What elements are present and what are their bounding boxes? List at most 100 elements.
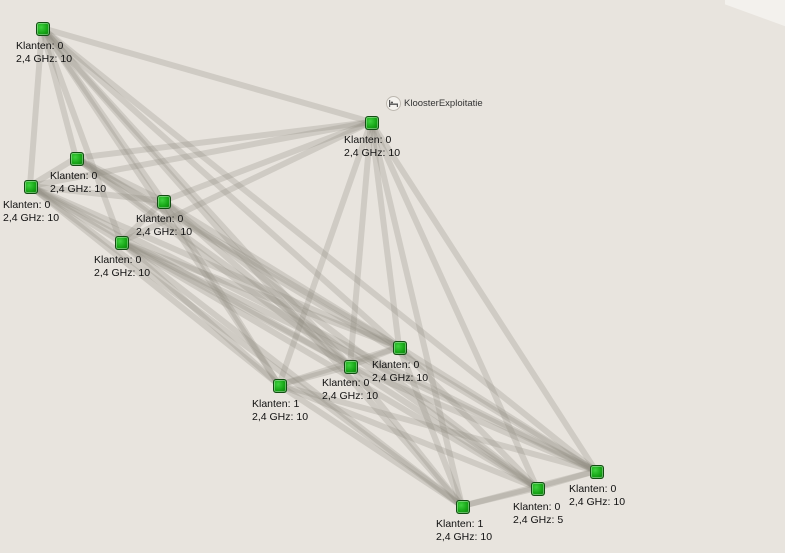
clients-count: Klanten: 0 xyxy=(3,199,51,211)
band-24ghz-value: 2,4 GHz: 10 xyxy=(94,267,151,279)
band-24ghz-value: 2,4 GHz: 10 xyxy=(136,226,193,238)
mesh-link-ap2-ap3 xyxy=(73,119,374,161)
mesh-link-ap2-ap7 xyxy=(368,119,402,350)
mesh-link-ap1-ap3 xyxy=(39,25,79,161)
mesh-link-ap6-ap10 xyxy=(118,239,599,474)
mesh-link-ap2-ap8 xyxy=(347,119,374,369)
mesh-link-ap6-ap9 xyxy=(118,239,282,388)
access-point-marker[interactable] xyxy=(590,465,604,479)
mesh-link-ap2-ap12 xyxy=(368,119,465,509)
band-24ghz-value: 2,4 GHz: 10 xyxy=(436,531,493,543)
mesh-link-ap6-ap11 xyxy=(118,239,540,491)
mesh-link-ap8-ap10 xyxy=(347,363,599,474)
band-24ghz-value: 2,4 GHz: 10 xyxy=(322,390,379,402)
mesh-link-ap3-ap5 xyxy=(73,155,166,204)
access-point-marker[interactable] xyxy=(456,500,470,514)
access-point-marker[interactable] xyxy=(531,482,545,496)
clients-count: Klanten: 0 xyxy=(513,501,561,513)
mesh-link-ap3-ap10 xyxy=(73,155,599,474)
mesh-link-ap4-ap5 xyxy=(27,183,166,204)
mesh-link-ap3-ap11 xyxy=(73,155,540,491)
access-point-marker[interactable] xyxy=(70,152,84,166)
band-24ghz-value: 2,4 GHz: 10 xyxy=(3,212,60,224)
corner-panel-edge xyxy=(725,0,785,30)
access-point-marker[interactable] xyxy=(393,341,407,355)
clients-count: Klanten: 0 xyxy=(569,483,617,495)
mesh-link-ap6-ap7 xyxy=(118,239,402,350)
access-point-marker[interactable] xyxy=(36,22,50,36)
clients-count: Klanten: 0 xyxy=(16,40,64,52)
mesh-link-ap1-ap2 xyxy=(39,25,374,125)
mesh-link-ap4-ap6 xyxy=(27,183,124,245)
band-24ghz-value: 2,4 GHz: 10 xyxy=(252,411,309,423)
access-point-marker[interactable] xyxy=(24,180,38,194)
site-tag[interactable]: KloosterExploitatie xyxy=(386,96,483,111)
mesh-link-ap5-ap8 xyxy=(160,198,353,369)
mesh-link-ap7-ap11 xyxy=(396,344,540,491)
mesh-link-ap3-ap8 xyxy=(73,155,353,369)
mesh-link-ap4-ap9 xyxy=(27,183,282,388)
access-point-marker[interactable] xyxy=(157,195,171,209)
access-point-marker[interactable] xyxy=(365,116,379,130)
mesh-link-ap9-ap12 xyxy=(276,382,465,509)
clients-count: Klanten: 0 xyxy=(94,254,142,266)
band-24ghz-value: 2,4 GHz: 10 xyxy=(16,53,73,65)
mesh-link-ap12-ap11 xyxy=(459,485,540,509)
mesh-link-ap4-ap7 xyxy=(27,183,402,350)
site-name: KloosterExploitatie xyxy=(404,98,483,109)
mesh-link-ap5-ap6 xyxy=(118,198,166,245)
clients-count: Klanten: 0 xyxy=(372,359,420,371)
mesh-link-ap2-ap10 xyxy=(368,119,599,474)
mesh-link-ap1-ap5 xyxy=(39,25,166,204)
mesh-link-ap2-ap6 xyxy=(118,119,374,245)
mesh-link-ap5-ap9 xyxy=(160,198,282,388)
band-24ghz-value: 2,4 GHz: 10 xyxy=(569,496,626,508)
mesh-link-ap1-ap7 xyxy=(39,25,402,350)
clients-count: Klanten: 0 xyxy=(50,170,98,182)
mesh-link-ap4-ap10 xyxy=(27,183,599,474)
band-24ghz-value: 2,4 GHz: 10 xyxy=(50,183,107,195)
clients-count: Klanten: 1 xyxy=(252,398,300,410)
mesh-link-ap1-ap8 xyxy=(39,25,353,369)
clients-count: Klanten: 0 xyxy=(322,377,370,389)
mesh-link-ap7-ap10 xyxy=(396,344,599,474)
mesh-link-ap8-ap12 xyxy=(347,363,465,509)
clients-count: Klanten: 1 xyxy=(436,518,484,530)
mesh-link-ap3-ap7 xyxy=(73,155,402,350)
access-point-marker[interactable] xyxy=(115,236,129,250)
mesh-link-ap2-ap4 xyxy=(27,119,374,189)
mesh-link-ap5-ap7 xyxy=(160,198,402,350)
mesh-link-ap7-ap8 xyxy=(347,344,402,369)
mesh-link-ap4-ap8 xyxy=(27,183,353,369)
clients-count: Klanten: 0 xyxy=(136,213,184,225)
mesh-link-ap12-ap10 xyxy=(459,468,599,509)
mesh-link-ap9-ap11 xyxy=(276,382,540,491)
band-24ghz-value: 2,4 GHz: 5 xyxy=(513,514,564,526)
mesh-link-ap6-ap8 xyxy=(118,239,353,369)
mesh-link-ap1-ap10 xyxy=(39,25,599,474)
mesh-link-ap9-ap10 xyxy=(276,382,599,474)
band-24ghz-value: 2,4 GHz: 10 xyxy=(344,147,401,159)
access-point-marker[interactable] xyxy=(273,379,287,393)
clients-count: Klanten: 0 xyxy=(344,134,392,146)
mesh-link-ap4-ap12 xyxy=(27,183,465,509)
bed-icon xyxy=(386,96,401,111)
mesh-link-ap2-ap11 xyxy=(368,119,540,491)
band-24ghz-value: 2,4 GHz: 10 xyxy=(372,372,429,384)
access-point-marker[interactable] xyxy=(344,360,358,374)
mesh-link-ap2-ap5 xyxy=(160,119,374,204)
